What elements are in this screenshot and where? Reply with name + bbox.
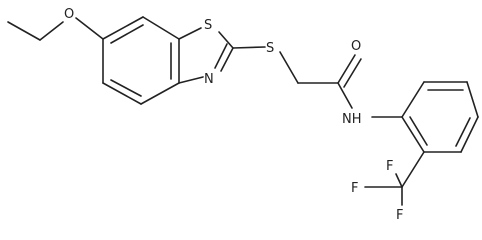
bond-benzo-inner-3 bbox=[110, 79, 142, 97]
bond-c-o-2 bbox=[343, 58, 362, 88]
ring-sulfur-label: S bbox=[204, 18, 212, 33]
bond-benzo-2 bbox=[142, 16, 180, 40]
bond-n-c3a bbox=[178, 76, 204, 84]
carbonyl-oxygen-label: O bbox=[351, 39, 361, 54]
bond-c-o-1 bbox=[337, 54, 356, 84]
bond-benzo-inner-1 bbox=[110, 24, 144, 44]
bond-s-c2 bbox=[218, 31, 234, 49]
thioether-linker bbox=[232, 46, 339, 84]
structure-diagram: O S N S O NH bbox=[7, 7, 479, 223]
bond-c-n bbox=[337, 82, 353, 109]
bond-ch2-o bbox=[39, 21, 64, 41]
thiazole-ring bbox=[178, 27, 234, 84]
amide-group bbox=[337, 54, 403, 118]
bond-benzo-4 bbox=[140, 82, 180, 105]
bond-o-ring bbox=[75, 17, 104, 40]
bond-ph-4 bbox=[460, 116, 479, 153]
bond-c7a-s bbox=[178, 27, 202, 40]
bond-benzo-5 bbox=[102, 82, 142, 105]
benzo-ring bbox=[102, 16, 180, 105]
bond-ph-6 bbox=[401, 116, 425, 153]
bond-ph-inner-2 bbox=[455, 117, 471, 147]
fluorine-top-label: F bbox=[386, 159, 393, 174]
fluorine-bottom-label: F bbox=[396, 208, 403, 223]
ethoxy-group bbox=[7, 17, 104, 41]
bond-ph-1 bbox=[401, 81, 425, 118]
bond-c2-n bbox=[220, 47, 234, 72]
trifluoromethyl-group bbox=[364, 151, 425, 206]
fluorine-left-label: F bbox=[351, 181, 358, 196]
bond-ring-cf3 bbox=[401, 151, 425, 188]
thioether-sulfur-label: S bbox=[266, 41, 274, 56]
bond-c-f-top bbox=[395, 173, 403, 188]
amide-nitrogen-label: NH bbox=[342, 112, 362, 127]
ethoxy-oxygen-label: O bbox=[64, 7, 74, 22]
phenyl-ring bbox=[401, 81, 479, 153]
bond-ph-3 bbox=[466, 81, 479, 118]
bond-ph-inner-3 bbox=[409, 116, 428, 146]
bond-benzo-1 bbox=[102, 16, 144, 40]
bond-c2-n-double bbox=[214, 43, 228, 69]
bond-c2-s bbox=[232, 46, 266, 49]
ring-nitrogen-label: N bbox=[204, 72, 214, 87]
bond-ch3-ch2 bbox=[7, 21, 41, 41]
bond-s-ch2 bbox=[279, 51, 299, 84]
